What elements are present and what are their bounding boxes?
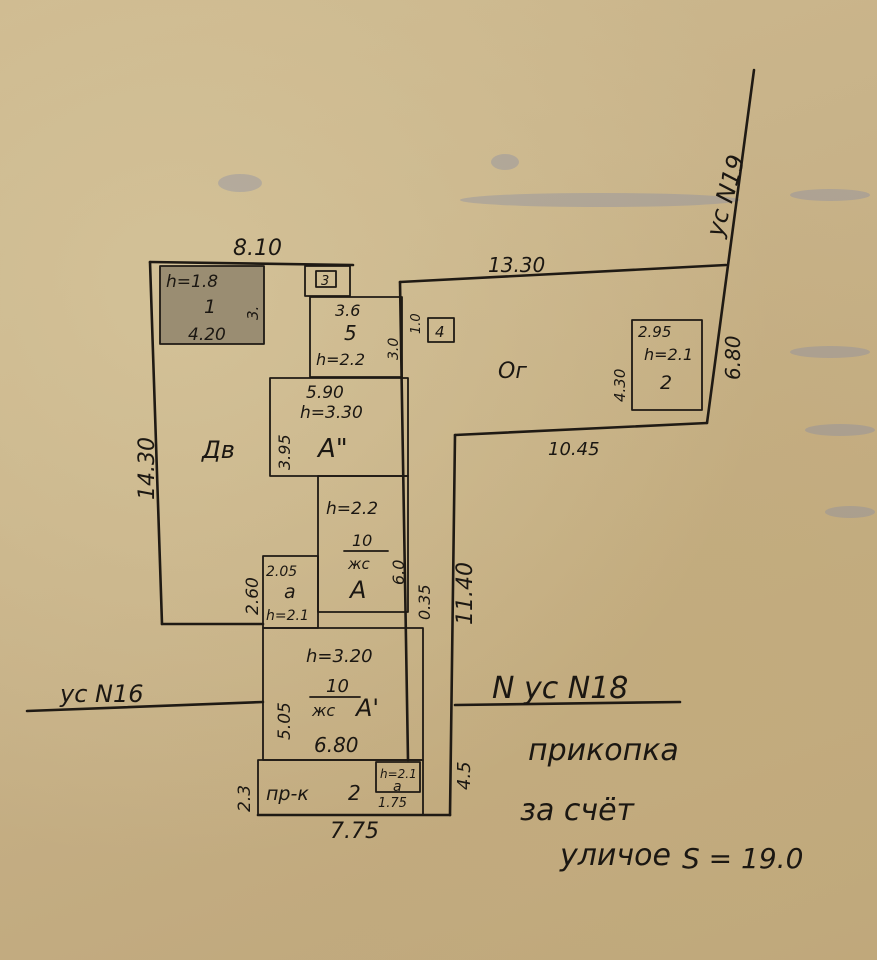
note-line-4: S = 19.0: [682, 842, 803, 875]
n-height: h=2.1: [380, 767, 417, 781]
a-main-depth: 5.05: [275, 702, 295, 740]
plot-boundary: [148, 68, 756, 817]
building-kitchen: [317, 475, 409, 613]
b1-depth: 3.: [244, 306, 262, 320]
kitchen-height: h=2.2: [326, 499, 378, 519]
b1-number: 1: [204, 296, 216, 318]
north-edge-label: 8.10: [233, 236, 282, 261]
west-edge-label: 14.30: [135, 437, 160, 500]
b5-depth: 3.0: [386, 338, 402, 360]
a-main-height: h=3.20: [306, 646, 373, 667]
building-n: [375, 761, 421, 793]
b1-height: h=1.8: [166, 272, 218, 292]
a-small-number: а: [284, 581, 296, 603]
a-small-width: 2.05: [266, 564, 297, 580]
b4-dim: 1.0: [409, 313, 424, 334]
yard-top-edge-label: 13.30: [488, 253, 545, 277]
small-left-dim: 2.60: [243, 577, 263, 615]
neighbor-right-label: N ус N18: [492, 671, 628, 706]
b3-number: 3: [321, 274, 329, 289]
b2-height: h=2.1: [644, 345, 693, 364]
neighbor-left-label: ус N16: [59, 680, 144, 708]
a2-height: h=3.30: [300, 403, 363, 423]
building-1: [159, 265, 265, 345]
building-4: [427, 317, 455, 343]
kitchen-number: А: [348, 576, 366, 604]
note-line-3: уличое: [559, 838, 671, 873]
kitchen-top: 10: [352, 531, 372, 550]
a2-depth: 3.95: [275, 434, 294, 470]
kitchen-mid: жс: [347, 555, 371, 573]
a-small-height: h=2.1: [266, 608, 309, 624]
a2-width: 5.90: [306, 383, 344, 403]
b5-height: h=2.2: [316, 350, 365, 369]
neighbor-line-left: [25, 700, 265, 713]
building-5: [309, 296, 403, 378]
bleed-through-marks: [218, 154, 875, 518]
south-edge-label: 7.75: [330, 819, 379, 844]
b2-width: 2.95: [638, 323, 671, 341]
porch-block: [257, 759, 424, 816]
note-line-2: за счёт: [520, 793, 636, 828]
neighbor-line-right: [453, 700, 682, 707]
building-3: [304, 265, 351, 297]
kitchen-depth: 6.0: [389, 560, 408, 585]
note-line-1: прикопка: [528, 733, 679, 768]
b2-depth: 4.30: [611, 369, 629, 402]
a-main-width: 6.80: [314, 733, 359, 757]
b2-number: 2: [660, 372, 672, 394]
a2-number: А": [316, 434, 348, 464]
small-bottom-left-dim: 2.3: [235, 785, 255, 812]
n-number: а: [393, 779, 402, 795]
a-main-top: 10: [326, 676, 349, 697]
a-main-mid: жс: [311, 701, 335, 720]
b1-width: 4.20: [188, 325, 226, 345]
small-bottom-right-dim: 4.5: [454, 761, 475, 790]
small-right-dim: 0.35: [415, 584, 434, 620]
east-edge-label: 6.80: [721, 335, 745, 380]
b5-number: 5: [344, 321, 357, 345]
road-edge-label: 11.40: [453, 562, 478, 625]
b4-number: 4: [435, 323, 445, 341]
b5-width: 3.6: [335, 301, 360, 320]
porch-label: пр-к: [266, 783, 309, 805]
yard-bottom-edge-label: 10.45: [548, 439, 600, 460]
a-main-number: А': [354, 694, 379, 722]
porch-number: 2: [348, 781, 361, 805]
yard-label: Ог: [498, 359, 527, 384]
n-width: 1.75: [378, 796, 407, 811]
building-2: [631, 319, 703, 411]
courtyard-label: Дв: [201, 436, 235, 464]
